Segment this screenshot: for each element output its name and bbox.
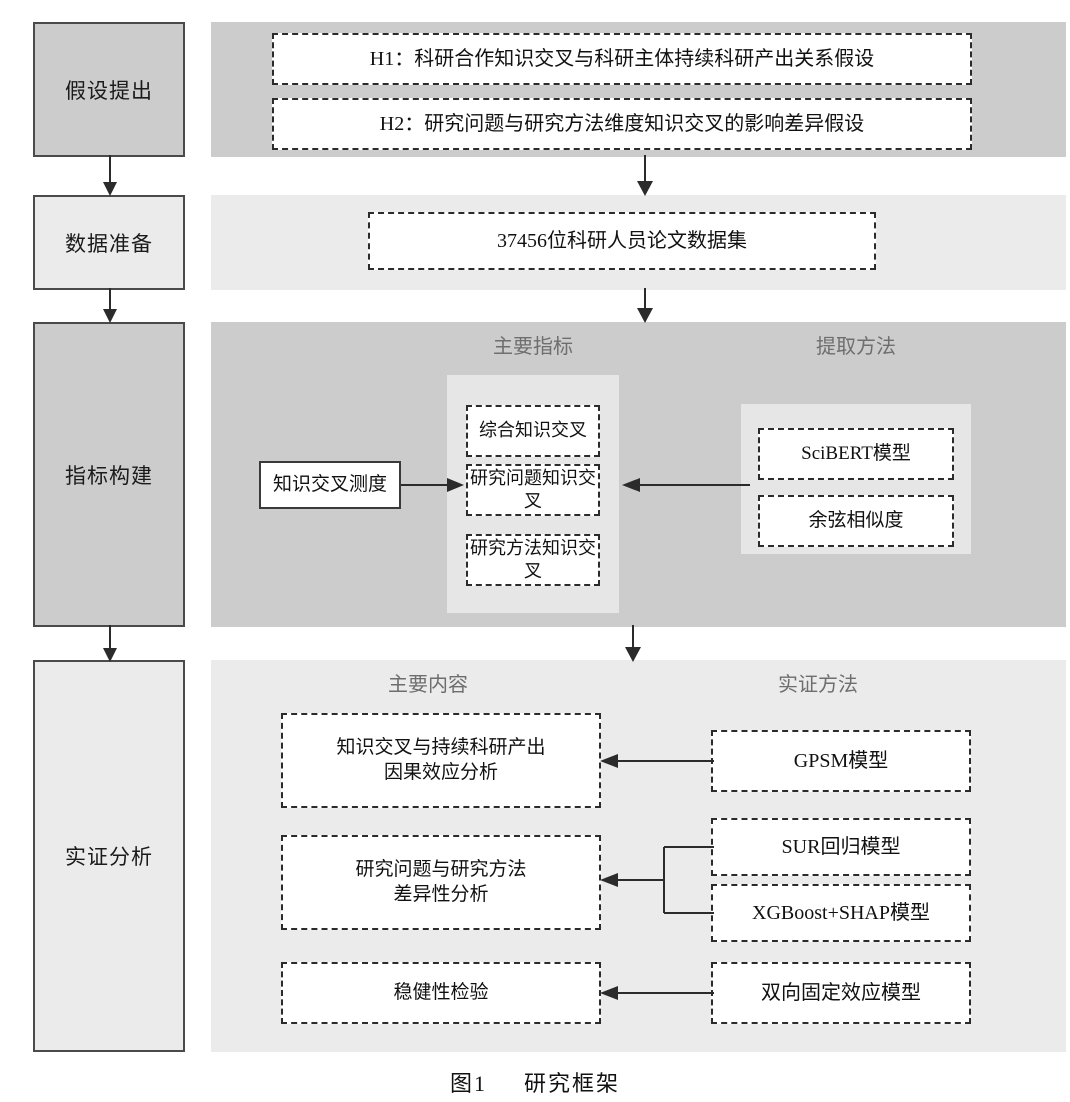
indicator-node-research-question[interactable]: 研究问题知识交叉 [466, 464, 600, 516]
column-title-empirical-methods-label: 实证方法 [778, 674, 858, 696]
column-title-main-indicators-label: 主要指标 [493, 336, 573, 358]
stage-arrow-data-to-indicator [103, 288, 117, 323]
extraction-cosine-label: 余弦相似度 [808, 509, 904, 531]
column-title-extraction-methods: 提取方法 [796, 330, 916, 359]
empirical-content-difference-analysis-line2: 差异性分析 [393, 883, 489, 905]
flow-arrow-data-to-indicator [637, 288, 653, 323]
extraction-node-scibert[interactable]: SciBERT模型 [758, 428, 954, 480]
indicator-node-comprehensive[interactable]: 综合知识交叉 [466, 405, 600, 457]
data-node-dataset[interactable]: 37456位科研人员论文数据集 [368, 212, 876, 270]
empirical-content-difference-analysis[interactable]: 研究问题与研究方法 差异性分析 [281, 835, 601, 930]
empirical-method-sur[interactable]: SUR回归模型 [711, 818, 971, 876]
hypothesis-node-h2[interactable]: H2：研究问题与研究方法维度知识交叉的影响差异假设 [272, 98, 972, 150]
empirical-method-gpsm[interactable]: GPSM模型 [711, 730, 971, 792]
extraction-scibert-label: SciBERT模型 [801, 442, 911, 464]
extraction-node-cosine[interactable]: 余弦相似度 [758, 495, 954, 547]
stage-arrow-hypothesis-to-data [103, 155, 117, 196]
column-title-extraction-methods-label: 提取方法 [816, 336, 896, 358]
dataset-label: 37456位科研人员论文数据集 [497, 230, 747, 252]
stage-box-hypothesis[interactable]: 假设提出 [33, 22, 185, 157]
hypothesis-h1-label: H1：科研合作知识交叉与科研主体持续科研产出关系假设 [369, 48, 875, 70]
column-title-main-indicators: 主要指标 [473, 330, 593, 359]
empirical-method-sur-label: SUR回归模型 [781, 836, 901, 858]
stage-label-indicator: 指标构建 [65, 463, 153, 488]
empirical-content-robustness[interactable]: 稳健性检验 [281, 962, 601, 1024]
empirical-method-twoway-fixed-effect-label: 双向固定效应模型 [761, 982, 921, 1004]
indicator-comprehensive-label: 综合知识交叉 [479, 420, 587, 441]
flow-arrow-indicator-to-empirical [625, 625, 641, 662]
figure-caption-title: 研究框架 [524, 1071, 621, 1096]
stage-arrow-indicator-to-empirical [103, 625, 117, 662]
stage-box-empirical[interactable]: 实证分析 [33, 660, 185, 1052]
empirical-content-causal-effect-line1: 知识交叉与持续科研产出 [336, 736, 546, 758]
hypothesis-h2-label: H2：研究问题与研究方法维度知识交叉的影响差异假设 [379, 113, 865, 135]
stage-label-data: 数据准备 [65, 231, 153, 256]
indicator-node-research-method[interactable]: 研究方法知识交叉 [466, 534, 600, 586]
column-title-empirical-methods: 实证方法 [758, 668, 878, 697]
empirical-method-twoway-fixed-effect[interactable]: 双向固定效应模型 [711, 962, 971, 1024]
indicator-research-question-label: 研究问题知识交叉 [470, 467, 596, 511]
indicator-research-method-label: 研究方法知识交叉 [470, 537, 596, 581]
column-title-main-content-label: 主要内容 [388, 674, 468, 696]
figure-caption: 图1 研究框架 [0, 1066, 1070, 1098]
stage-label-empirical: 实证分析 [65, 845, 153, 869]
empirical-method-xgboost-shap[interactable]: XGBoost+SHAP模型 [711, 884, 971, 942]
measure-box-label: 知识交叉测度 [272, 473, 387, 495]
empirical-method-xgboost-shap-label: XGBoost+SHAP模型 [752, 902, 930, 924]
column-title-main-content: 主要内容 [368, 668, 488, 697]
stage-box-indicator[interactable]: 指标构建 [33, 322, 185, 627]
flow-arrow-hypothesis-to-data [637, 155, 653, 196]
empirical-content-causal-effect[interactable]: 知识交叉与持续科研产出 因果效应分析 [281, 713, 601, 808]
stage-label-hypothesis: 假设提出 [65, 78, 153, 103]
empirical-content-difference-analysis-line1: 研究问题与研究方法 [355, 858, 527, 880]
empirical-content-robustness-label: 稳健性检验 [393, 981, 489, 1003]
stage-box-data[interactable]: 数据准备 [33, 195, 185, 290]
measure-box[interactable]: 知识交叉测度 [259, 461, 401, 509]
empirical-method-gpsm-label: GPSM模型 [793, 750, 889, 772]
figure-caption-label: 图1 [449, 1071, 487, 1096]
hypothesis-node-h1[interactable]: H1：科研合作知识交叉与科研主体持续科研产出关系假设 [272, 33, 972, 85]
empirical-content-causal-effect-line2: 因果效应分析 [383, 761, 498, 783]
